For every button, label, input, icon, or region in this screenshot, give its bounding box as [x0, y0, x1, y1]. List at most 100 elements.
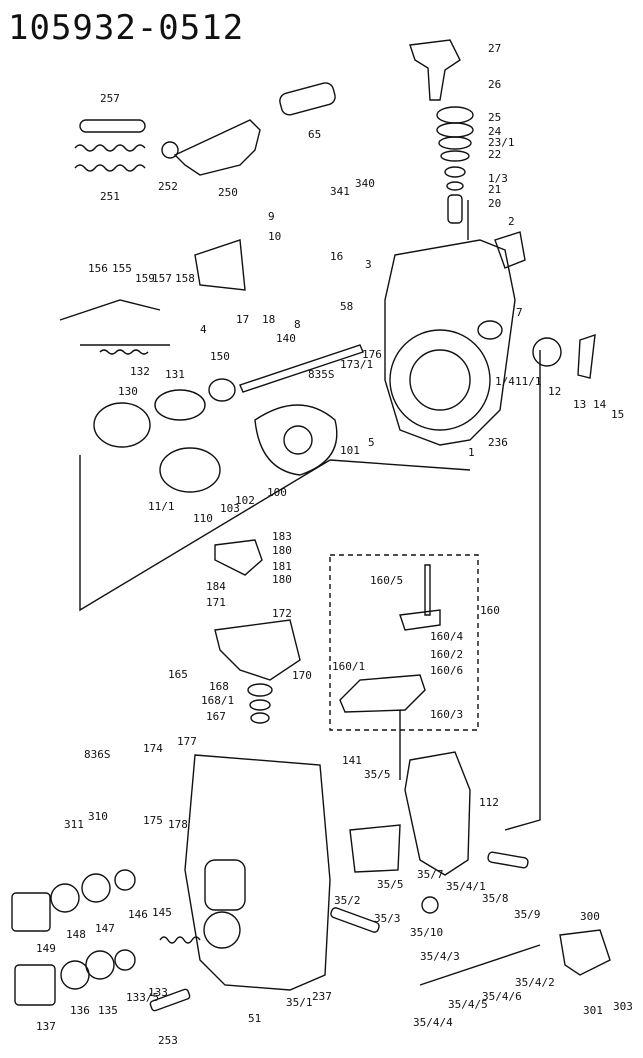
- bracket-part: [404, 751, 471, 876]
- cable-part: [419, 944, 541, 986]
- callout-label: 236: [488, 436, 508, 449]
- callout-label: 341: [330, 185, 350, 198]
- callout-label: 35/7: [417, 868, 444, 881]
- callout-label: 135: [98, 1004, 118, 1017]
- callout-label: 237: [312, 990, 332, 1003]
- screw-part: [149, 988, 191, 1012]
- subassembly-box: [329, 554, 479, 731]
- callout-label: 252: [158, 180, 178, 193]
- callout-label: 11/1: [515, 375, 542, 388]
- callout-label: 165: [168, 668, 188, 681]
- callout-label: 132: [130, 365, 150, 378]
- sleeve-part: [159, 447, 221, 493]
- spring-part: [159, 936, 201, 944]
- callout-label: 35/2: [334, 894, 361, 907]
- flyweight-holder: [254, 404, 338, 476]
- callout-label: 35/1: [286, 996, 313, 1009]
- callout-label: 35/5: [377, 878, 404, 891]
- callout-label: 177: [177, 735, 197, 748]
- housing-bore: [203, 911, 241, 949]
- callout-label: 160/2: [430, 648, 463, 661]
- callout-label: 175: [143, 814, 163, 827]
- assembly-outline-line: [329, 459, 471, 471]
- callout-label: 160/4: [430, 630, 463, 643]
- callout-label: 183: [272, 530, 292, 543]
- nut-part: [161, 141, 179, 159]
- callout-label: 137: [36, 1020, 56, 1033]
- spring-pack-part: [154, 389, 206, 421]
- washer-part: [249, 699, 271, 711]
- callout-label: 35/4/2: [515, 976, 555, 989]
- callout-label: 9: [268, 210, 275, 223]
- shaft-part: [239, 344, 364, 393]
- callout-label: 150: [210, 350, 230, 363]
- callout-label: 157: [152, 272, 172, 285]
- callout-label: 310: [88, 810, 108, 823]
- callout-label: 17: [236, 313, 249, 326]
- lever-part: [399, 609, 441, 631]
- callout-label: 160: [480, 604, 500, 617]
- callout-label: 180: [272, 544, 292, 557]
- callout-label: 133: [148, 986, 168, 999]
- callout-label: 11/1: [148, 500, 175, 513]
- callout-label: 2: [508, 215, 515, 228]
- callout-label: 250: [218, 186, 238, 199]
- callout-label: 251: [100, 190, 120, 203]
- callout-label: 4: [200, 323, 207, 336]
- flyweight-hub: [283, 425, 313, 455]
- washer-part: [247, 683, 273, 697]
- plate-part: [577, 333, 596, 379]
- callout-label: 171: [206, 596, 226, 609]
- callout-label: 21: [488, 183, 501, 196]
- plug-part: [11, 892, 51, 932]
- callout-label: 148: [66, 928, 86, 941]
- shaft-part: [424, 564, 431, 616]
- stem-part: [447, 194, 463, 224]
- callout-label: 145: [152, 906, 172, 919]
- callout-label: 174: [143, 742, 163, 755]
- spring-part: [532, 337, 562, 367]
- cap-part: [436, 106, 474, 124]
- callout-label: 35/4/5: [448, 998, 488, 1011]
- callout-label: 172: [272, 607, 292, 620]
- callout-label: 35/5: [364, 768, 391, 781]
- callout-label: 8: [294, 318, 301, 331]
- diagram-title: 105932-0512: [8, 8, 245, 48]
- arm-part: [214, 539, 263, 576]
- callout-label: 160/6: [430, 664, 463, 677]
- callout-label: 24: [488, 125, 502, 138]
- callout-label: 35/4/1: [446, 880, 486, 893]
- bolt-part: [487, 851, 529, 869]
- bracket-part: [194, 239, 246, 291]
- callout-label: 23/1: [488, 136, 515, 149]
- callout-label: 13: [573, 398, 586, 411]
- callout-label: 35/8: [482, 892, 509, 905]
- callout-label: 1/4: [495, 375, 515, 388]
- ring-part: [114, 949, 136, 971]
- callout-label: 7: [516, 306, 523, 319]
- lever-arm-part: [409, 39, 461, 101]
- spring-part: [74, 164, 146, 172]
- callout-label: 168: [209, 680, 229, 693]
- callout-label: 27: [488, 42, 501, 55]
- callout-label: 147: [95, 922, 115, 935]
- callout-label: 1: [468, 446, 475, 459]
- ring-part: [50, 883, 80, 913]
- assembly-outline-line: [79, 455, 331, 612]
- callout-label: 25: [488, 111, 501, 124]
- washer-part: [436, 122, 474, 138]
- callout-label: 253: [158, 1034, 178, 1047]
- callout-label: 1/3: [488, 172, 508, 185]
- callout-label: 176: [362, 348, 382, 361]
- callout-label: 3: [365, 258, 372, 271]
- callout-label: 35/9: [514, 908, 541, 921]
- callout-label: 20: [488, 197, 501, 210]
- callout-label: 155: [112, 262, 132, 275]
- rod-part: [79, 119, 146, 133]
- callout-label: 167: [206, 710, 226, 723]
- callout-label: 35/3: [374, 912, 401, 925]
- plate-part: [339, 674, 426, 713]
- callout-label: 22: [488, 148, 501, 161]
- lever-part: [173, 119, 261, 176]
